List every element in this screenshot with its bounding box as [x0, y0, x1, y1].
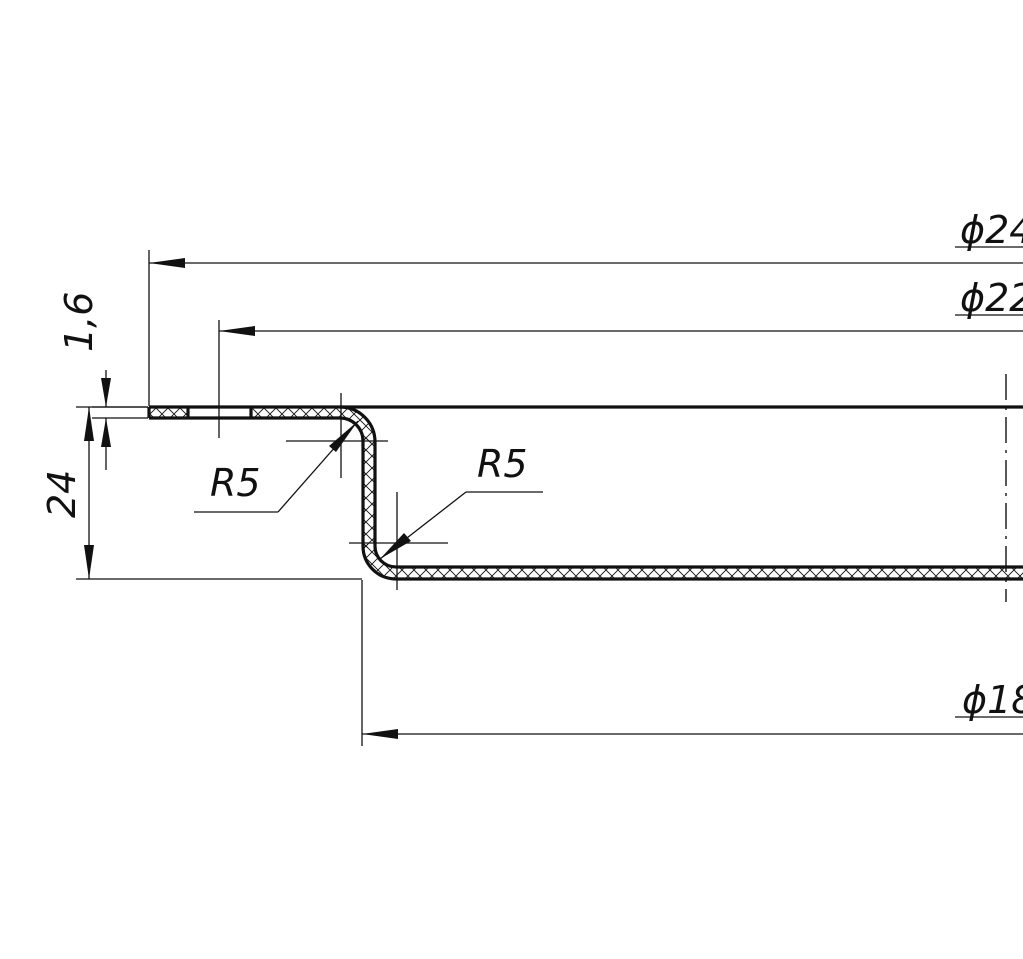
flange-section-right — [252, 408, 340, 418]
dimension-thickness: 1,6 — [57, 292, 148, 470]
dimension-outer-diameter: ϕ24 — [148, 208, 1023, 406]
depth-label: 24 — [40, 470, 84, 518]
inner-diameter-label: ϕ18 — [962, 678, 1023, 722]
mid-diameter-label: ϕ22 — [960, 276, 1023, 320]
dimension-radius-top: R5 — [194, 393, 388, 513]
dimension-mid-diameter: ϕ22 — [218, 276, 1023, 438]
part-profile — [147, 405, 1023, 581]
dimension-radius-bottom: R5 — [349, 442, 543, 590]
dimension-inner-diameter: ϕ18 — [361, 580, 1023, 746]
thickness-label: 1,6 — [57, 292, 101, 352]
profile-outer-line — [149, 405, 1023, 569]
profile-inner-line — [149, 416, 1023, 581]
bottom-section — [398, 567, 1023, 578]
radius-bottom-label: R5 — [477, 442, 528, 486]
flange-section-left — [149, 408, 187, 418]
dimension-depth: 24 — [40, 406, 362, 580]
wall-section — [363, 438, 375, 548]
radius-top-label: R5 — [210, 461, 261, 505]
outer-diameter-label: ϕ24 — [960, 208, 1023, 252]
